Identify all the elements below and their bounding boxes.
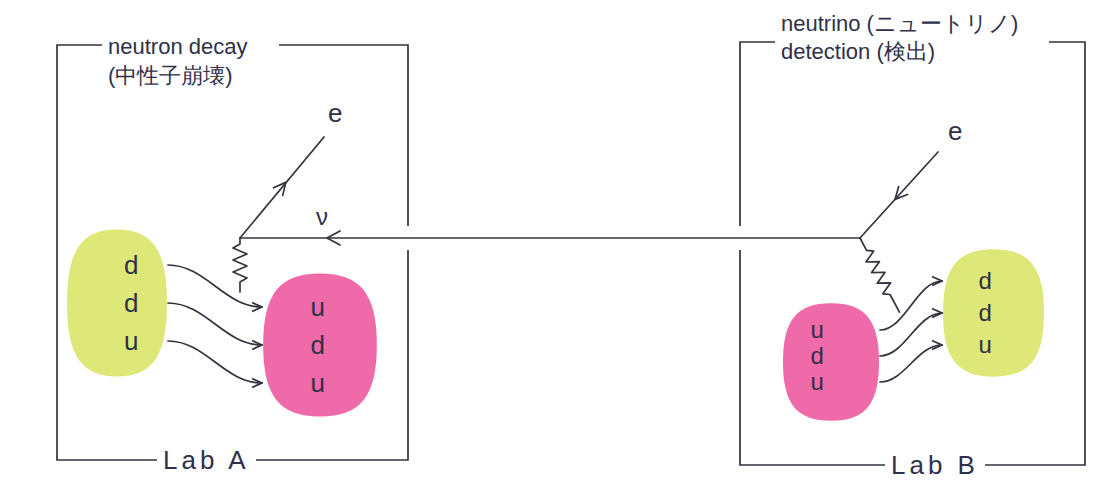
w-boson-zigzag — [855, 235, 905, 315]
particle-label: e — [946, 116, 964, 146]
blob-outline — [943, 249, 1044, 376]
particle-label: ν — [314, 203, 330, 231]
quark-line — [880, 281, 942, 330]
quark-letters: u d u — [310, 288, 324, 402]
bracket-line — [57, 45, 408, 460]
electron-arrow — [274, 182, 286, 195]
quark-letters: u d u — [811, 317, 824, 395]
electron-arrow — [895, 187, 908, 200]
lab-name: Lab B — [885, 449, 985, 481]
quark-line — [168, 341, 262, 383]
lab-name: Lab A — [157, 444, 256, 476]
lab-heading: neutron decay (中性子崩壊) — [102, 32, 279, 90]
electron-line — [240, 137, 324, 238]
blob-shape — [782, 302, 880, 422]
blob-outline — [263, 273, 377, 416]
blob-outline — [783, 303, 879, 421]
quark-line — [880, 313, 942, 356]
neutrino-arrow — [327, 231, 340, 245]
quark-line — [168, 265, 262, 307]
quark-letters: d d u — [124, 246, 138, 360]
hadron-blob: u d u — [782, 302, 880, 422]
lab-heading: neutrino (ニュートリノ) detection (検出) — [775, 10, 1049, 66]
blob-shape — [942, 248, 1045, 378]
quark-line — [880, 345, 942, 382]
electron-line — [860, 152, 938, 238]
particle-label: e — [326, 98, 344, 128]
w-boson-zigzag — [233, 238, 247, 292]
neutrino-line — [240, 237, 860, 239]
hadron-blob: d d u — [942, 248, 1045, 378]
bracket-line — [740, 42, 1085, 465]
lab-frame: neutrino (ニュートリノ) detection (検出)Lab Bu d… — [740, 42, 1085, 465]
hadron-blob: u d u — [262, 272, 378, 418]
quark-line — [168, 303, 262, 345]
lab-frame: neutron decay (中性子崩壊)Lab Ad d uu d u — [57, 45, 408, 460]
hadron-blob: d d u — [66, 228, 168, 378]
blob-shape — [66, 228, 168, 378]
quark-letters: d d u — [979, 265, 992, 361]
blob-outline — [67, 230, 167, 377]
